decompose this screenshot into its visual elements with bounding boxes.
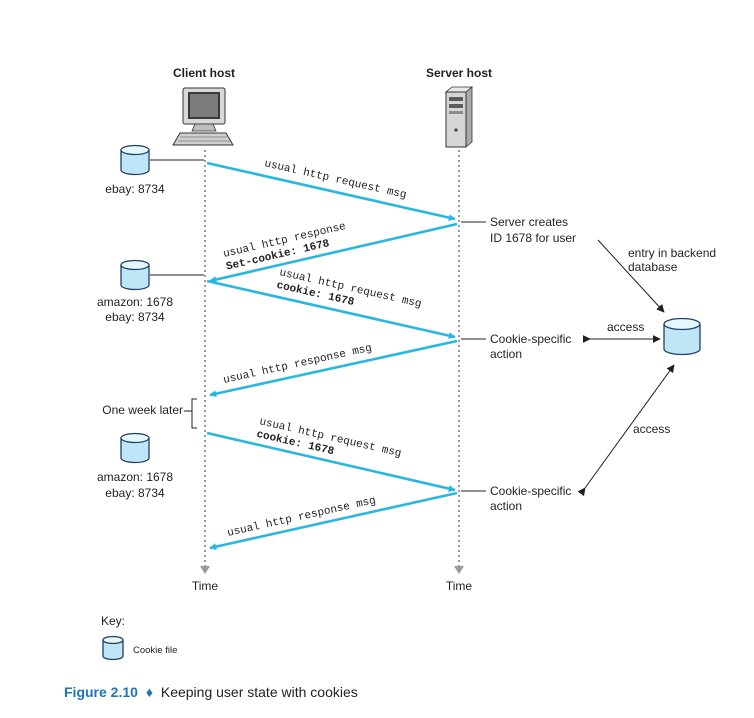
backend-database-icon	[663, 317, 701, 356]
server-note: ID 1678 for user	[490, 231, 576, 245]
one-week-bracket	[191, 398, 197, 429]
server-tower-icon	[444, 86, 474, 148]
cookie-file-icon	[120, 144, 150, 176]
backend-note: entry in backend	[628, 246, 716, 260]
cookie-text: amazon: 1678	[97, 470, 173, 484]
cookie-text: ebay: 8734	[105, 182, 165, 196]
server-note: Server creates	[490, 215, 568, 229]
figure-caption-text: Keeping user state with cookies	[161, 684, 358, 700]
access-label: access	[607, 320, 644, 334]
figure-caption: Figure 2.10 ♦ Keeping user state with co…	[64, 684, 358, 700]
cookie-text: ebay: 8734	[105, 310, 165, 324]
request-arrow-3	[206, 431, 456, 492]
figure-separator: ♦	[146, 684, 153, 700]
key-cookie-file-label: Cookie file	[133, 645, 177, 656]
client-time-label: Time	[192, 579, 219, 593]
figure-number: Figure 2.10	[64, 684, 138, 700]
server-host-label: Server host	[426, 66, 492, 80]
key-cookie-file-icon	[102, 635, 124, 661]
one-week-later-label: One week later	[102, 403, 183, 417]
access-label: access	[633, 422, 670, 436]
client-host-label: Client host	[173, 66, 235, 80]
server-time-arrowhead	[454, 566, 464, 574]
server-note: Cookie-specific	[490, 484, 571, 498]
response-arrow-2	[209, 339, 458, 398]
access-arrow	[577, 364, 675, 497]
message-label-request-3: usual http request msg cookie: 1678	[255, 416, 402, 460]
response-arrow-3	[209, 491, 458, 551]
message-label-response-3: usual http response msg	[226, 495, 377, 540]
message-label-response-1: usual http response Set-cookie: 1678	[222, 221, 347, 274]
cookie-text: ebay: 8734	[105, 486, 165, 500]
client-time-arrowhead	[200, 566, 210, 574]
server-note: Cookie-specific	[490, 332, 571, 346]
request-arrow-2	[206, 279, 456, 340]
message-label-request-2: usual http request msg cookie: 1678	[275, 267, 422, 311]
cookie-file-icon	[120, 259, 150, 291]
server-time-label: Time	[446, 579, 473, 593]
client-computer-icon	[172, 87, 234, 146]
cookie-file-icon	[120, 432, 150, 464]
request-arrow-1	[206, 161, 456, 222]
message-line: usual http response msg	[226, 495, 377, 540]
backend-note: database	[628, 260, 678, 274]
entry-arrow	[597, 239, 665, 313]
cookie-text: amazon: 1678	[97, 295, 173, 309]
server-note: action	[490, 499, 522, 513]
key-title: Key:	[101, 614, 125, 628]
server-note: action	[490, 347, 522, 361]
response-arrow-1	[209, 222, 458, 283]
